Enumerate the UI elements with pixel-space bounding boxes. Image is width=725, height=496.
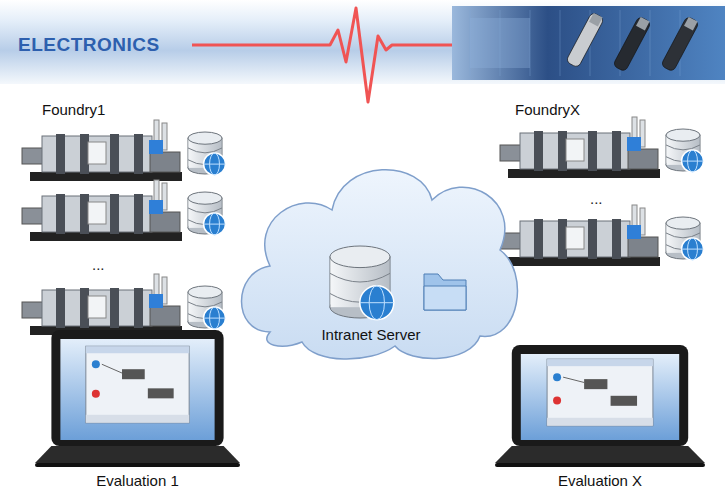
casting-machine: [22, 120, 182, 181]
ellipsis-mark: ...: [92, 256, 105, 273]
banner-title: ELECTRONICS: [18, 34, 160, 56]
heartbeat-line: [192, 8, 452, 102]
database-icon: [188, 192, 226, 235]
foundry-label: FoundryX: [515, 101, 580, 119]
foundry-group: Foundry1: [15, 98, 230, 122]
database-icon: [666, 217, 704, 260]
laptop-caption: Evaluation X: [558, 472, 642, 490]
casting-machine: [22, 274, 182, 335]
foundry-group: FoundryX: [495, 98, 710, 122]
ellipsis-mark: ...: [590, 190, 603, 207]
database-icon: [666, 129, 704, 172]
evaluation-laptop: Evaluation 1: [35, 330, 240, 494]
casting-machine: [22, 180, 182, 241]
folder-icon: [424, 274, 466, 310]
database-icon: [330, 246, 394, 320]
server-cloud: Intranet Server: [230, 150, 520, 365]
database-icon: [188, 132, 226, 175]
evaluation-laptop: Evaluation X: [495, 345, 705, 494]
header-image: [452, 6, 725, 80]
laptop-drawing: [35, 330, 240, 468]
laptop-drawing: [495, 345, 705, 468]
laptop-caption: Evaluation 1: [96, 472, 179, 490]
database-icon: [188, 286, 226, 329]
casting-machine: [500, 117, 660, 178]
casting-machine: [500, 205, 660, 266]
header-banner: [0, 0, 725, 84]
server-label: Intranet Server: [321, 326, 420, 344]
foundry-label: Foundry1: [42, 101, 105, 119]
